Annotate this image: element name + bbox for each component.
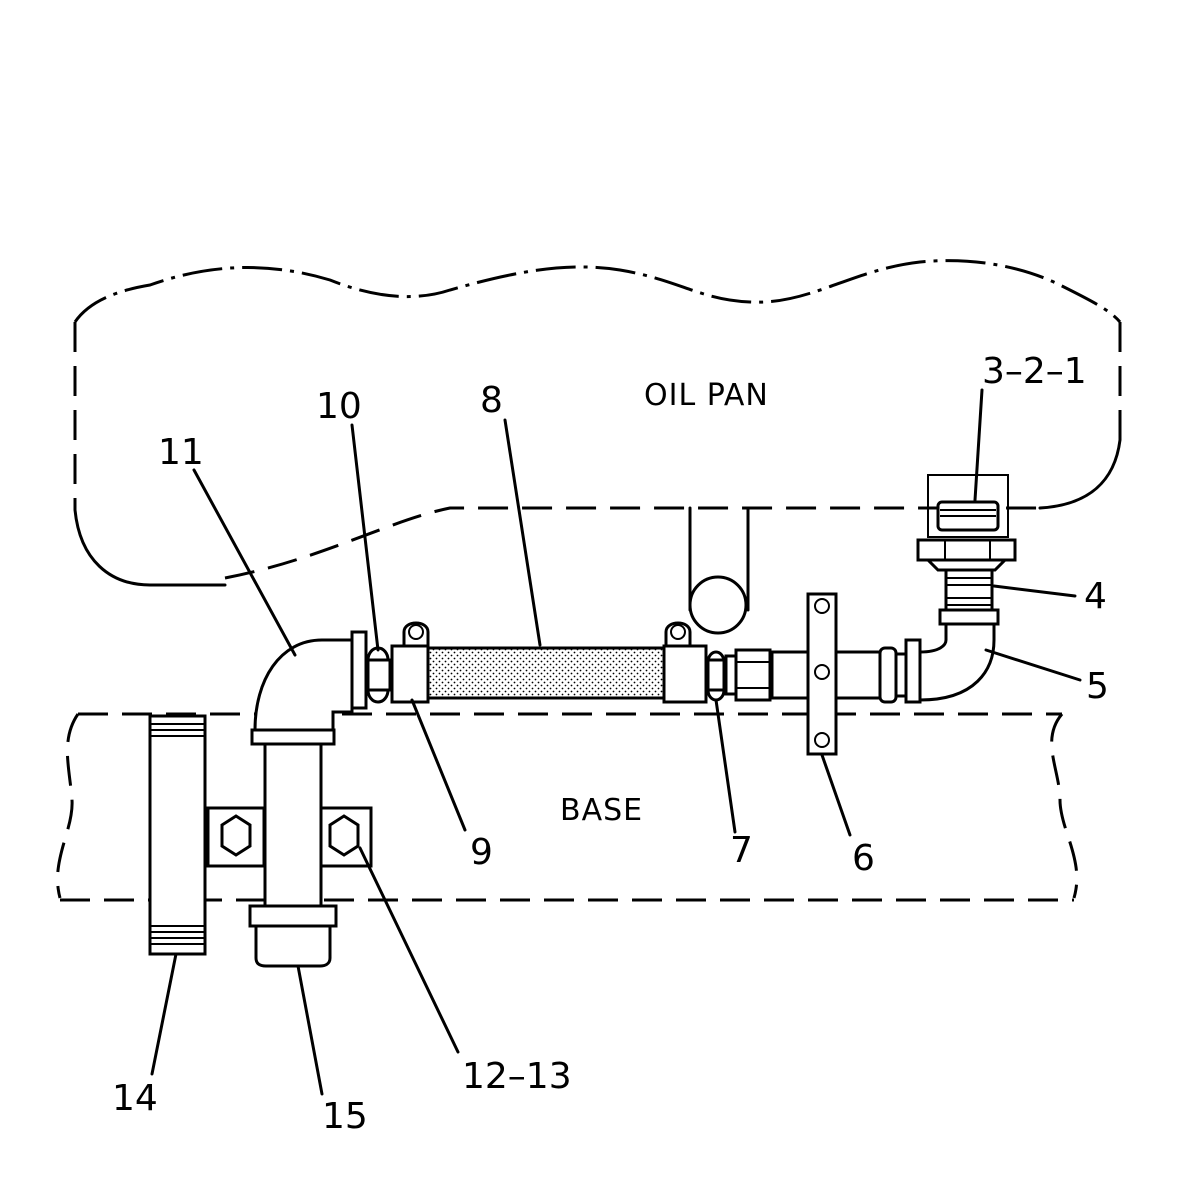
hose-fitting [706, 648, 772, 702]
callout-15: 15 [322, 1096, 368, 1137]
vertical-drain-pipe [248, 742, 338, 968]
mounting-bracket [806, 592, 838, 756]
elbow-right [904, 608, 1000, 704]
callout-11: 11 [158, 432, 204, 473]
oil-pan-label: OIL PAN [644, 378, 769, 413]
leader-lines [150, 388, 1082, 1096]
callout-6: 6 [852, 838, 875, 879]
drain-plug-adapter [916, 474, 1017, 572]
callout-3-2-1: 3–2–1 [982, 351, 1087, 392]
threaded-pipe-nipple [148, 714, 207, 956]
callout-4: 4 [1084, 576, 1107, 617]
callout-9: 9 [470, 832, 493, 873]
base-outline: BASE [56, 712, 1079, 902]
base-label: BASE [560, 793, 643, 828]
callout-12-13: 12–13 [462, 1056, 572, 1097]
callout-5: 5 [1086, 666, 1109, 707]
callout-7: 7 [730, 830, 753, 871]
connector-pipe [770, 646, 908, 704]
left-fitting [350, 630, 392, 710]
drain-tube-stub [688, 506, 750, 635]
callout-8: 8 [480, 380, 503, 421]
callout-14: 14 [112, 1078, 158, 1119]
pipe-nipple [944, 568, 994, 612]
callout-10: 10 [316, 386, 362, 427]
oil-pan-outline: OIL PAN [73, 259, 1122, 587]
drain-hose [390, 621, 708, 704]
elbow-left [250, 638, 354, 746]
